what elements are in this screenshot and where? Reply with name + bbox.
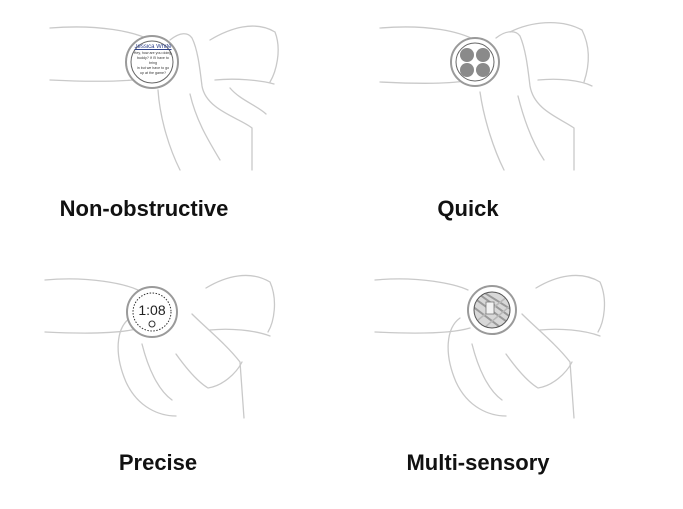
- message-line: buddy? If I'll have to bring: [133, 56, 173, 66]
- caption-quick: Quick: [437, 196, 498, 222]
- panel-multi-sensory: [360, 258, 620, 428]
- caption-precise: Precise: [119, 450, 197, 476]
- panel-non-obstructive: Jessica White Hey, how are you doing, bu…: [30, 10, 290, 180]
- message-line: up at the game?: [133, 71, 173, 76]
- watch: [360, 258, 620, 428]
- panel-precise: 1:08: [30, 258, 290, 428]
- watch: [30, 258, 290, 428]
- sender-name: Jessica White: [133, 44, 173, 51]
- watch-time: 1:08: [134, 302, 170, 318]
- watch: [30, 10, 290, 180]
- watch: [360, 10, 620, 180]
- caption-non-obstructive: Non-obstructive: [60, 196, 229, 222]
- caption-multi-sensory: Multi-sensory: [406, 450, 549, 476]
- panel-quick: [360, 10, 620, 180]
- watch-screen-notification: Jessica White Hey, how are you doing, bu…: [133, 44, 173, 82]
